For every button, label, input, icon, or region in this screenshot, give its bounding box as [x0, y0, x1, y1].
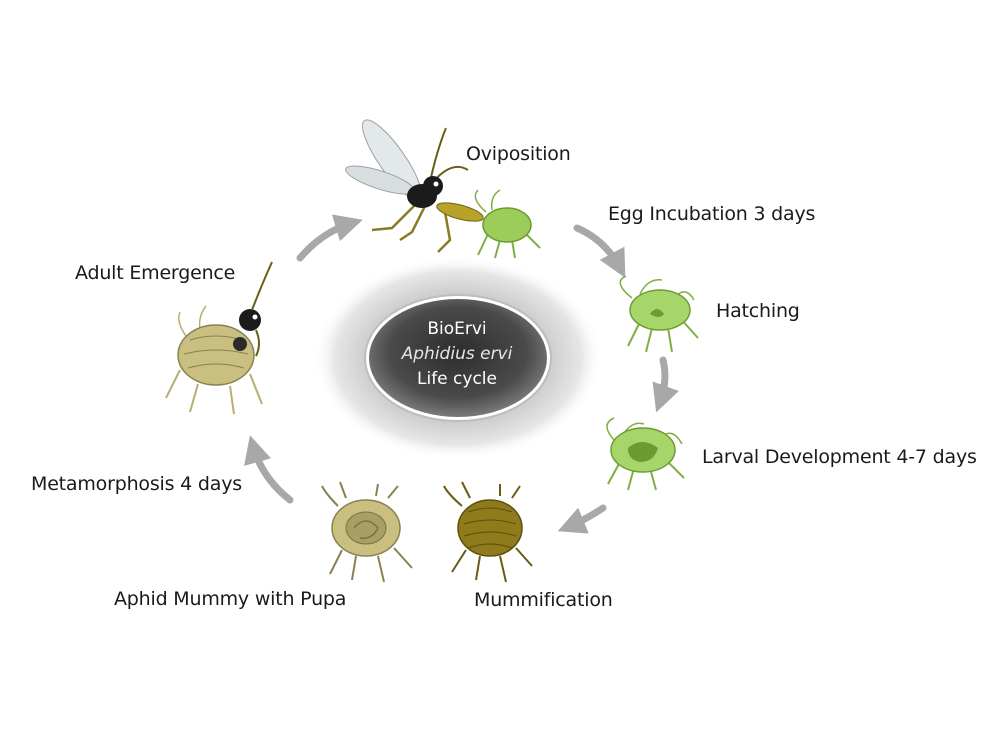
label-metamorphosis: Metamorphosis 4 days: [31, 473, 242, 495]
label-adult-emergence: Adult Emergence: [75, 262, 236, 284]
cycle-arrows: [244, 214, 679, 534]
center-brand: BioErvi: [427, 319, 487, 339]
label-larval-development: Larval Development 4-7 days: [702, 446, 977, 468]
arrow-adult-to-oviposition: [296, 214, 363, 262]
center-subtitle: Life cycle: [417, 369, 497, 389]
hatching-illustration: [619, 275, 699, 353]
label-egg-incubation: Egg Incubation 3 days: [608, 203, 816, 225]
larval-development-illustration: [606, 417, 685, 491]
arrow-oviposition-to-hatching: [573, 224, 626, 278]
label-oviposition: Oviposition: [466, 143, 571, 165]
label-hatching: Hatching: [716, 300, 800, 322]
adult-emergence-illustration: [165, 261, 273, 415]
center-species: Aphidius ervi: [401, 344, 513, 364]
label-aphid-mummy-with-pupa: Aphid Mummy with Pupa: [114, 588, 347, 610]
aphid-mummy-with-pupa-illustration: [321, 481, 413, 583]
arrow-hatching-to-larval: [652, 356, 679, 413]
oviposition-aphid: [474, 189, 541, 259]
center-halo: [313, 256, 603, 460]
arrow-metamorphosis-to-adult: [244, 435, 294, 504]
label-mummification: Mummification: [474, 589, 613, 611]
mummification-illustration: [443, 481, 533, 583]
oviposition-illustration: [345, 119, 541, 259]
center-title: BioErvi Aphidius ervi Life cycle: [372, 317, 542, 392]
arrow-larval-to-mummification: [557, 504, 607, 534]
